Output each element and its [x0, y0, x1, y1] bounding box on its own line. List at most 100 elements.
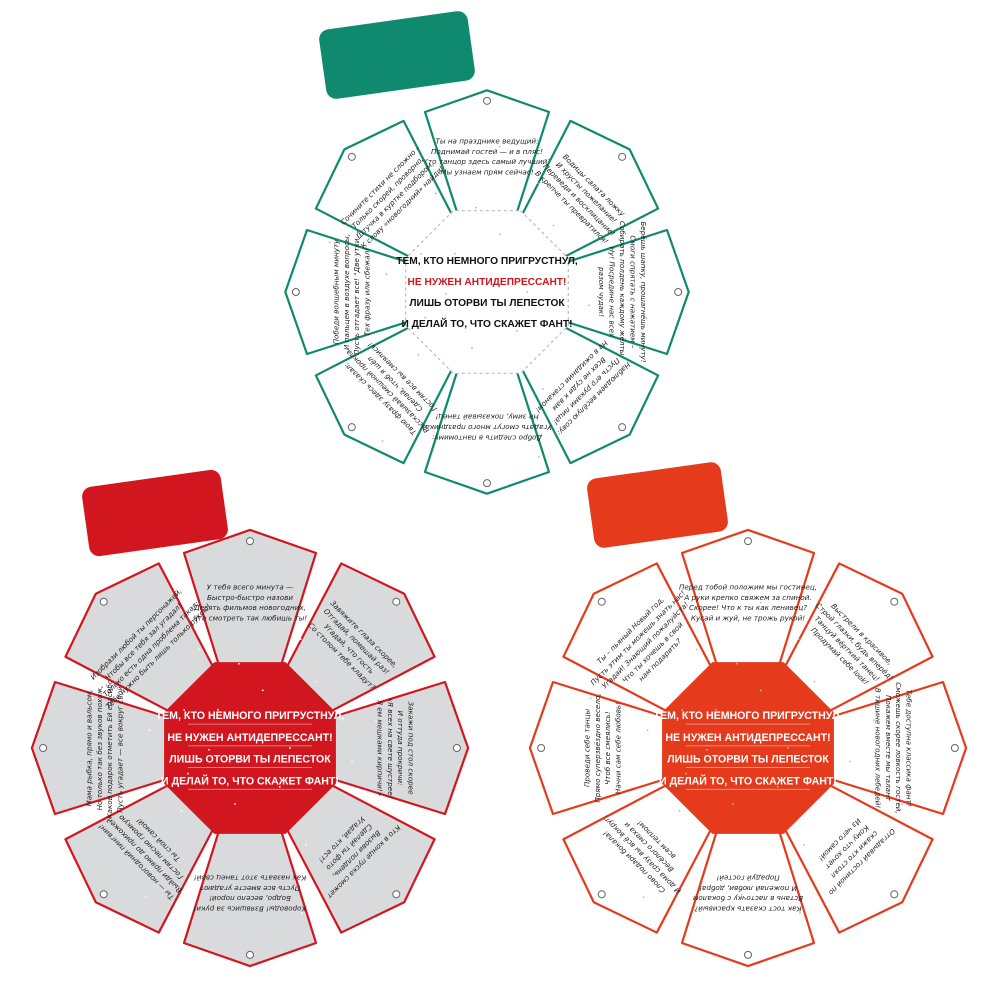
punch-hole-icon	[674, 288, 683, 296]
petal-line: Кусай и жуй, не трожь рукой!	[691, 614, 805, 623]
petal-1[interactable]: Ты на празднике ведущий:Поднимай гостей …	[423, 89, 552, 239]
petal-line: У тебя всего минута —	[207, 582, 294, 591]
snow-speck	[498, 233, 501, 236]
center-line: И ДЕЛАЙ ТО, ЧТО СКАЖЕТ ФАНТ!	[401, 317, 572, 330]
snow-speck	[301, 912, 303, 914]
center-line: И ДЕЛАЙ ТО, ЧТО СКАЖЕТ ФАНТ!	[659, 774, 837, 787]
petal-line: Проведи себе танцы	[582, 709, 591, 788]
petal-line: Кто танцор здесь самый лучший?	[423, 157, 552, 166]
petal-line: «Я всех на свете шустрее!	[386, 697, 395, 798]
petal-1[interactable]: У тебя всего минута —Быстро-быстро назов…	[182, 528, 318, 690]
petal-8[interactable]: Сочините стихи не сложно –Только скорей,…	[301, 106, 492, 297]
center-accent-line: НЕ НУЖЕН АНТИДЕПРЕССАНТ!	[665, 732, 830, 744]
petal-line: В тишине новогодних лебедей!	[873, 688, 882, 808]
snow-speck	[901, 803, 903, 805]
punch-hole-icon	[950, 744, 959, 752]
petal-line: Угадать смогут много праздника!	[422, 423, 551, 432]
center-accent-line: НЕ НУЖЕН АНТИДЕПРЕССАНТ!	[408, 277, 567, 288]
punch-hole-icon	[452, 744, 461, 752]
snow-speck	[187, 772, 190, 775]
petal-line: Смоги спрятать с нажатием –	[628, 235, 637, 349]
petal-2[interactable]: Выстрели в красивое,Строй глазки, будь в…	[744, 547, 949, 752]
petal-line: Мы узнаем прям сейчас!	[440, 168, 533, 177]
snow-speck	[715, 708, 717, 711]
punch-hole-icon	[347, 152, 356, 161]
petal-2[interactable]: Завяжите глаза скорее,Отгадай, помешай р…	[246, 547, 451, 752]
petal-line: И пальцем в воздухе вопросы,	[342, 234, 351, 350]
snow-speck	[588, 304, 590, 307]
snow-speck	[424, 316, 426, 319]
petal-line: Хороводы! Взявшись за руки!	[193, 905, 307, 914]
petal-line: Каков подарок отметить Ей спасибо,	[105, 677, 114, 818]
petal-line: И оттуда прокричи:	[396, 711, 405, 786]
petal-8[interactable]: Ты – пьяный Новый год,Пусть этим ты може…	[547, 547, 752, 752]
petal-line: Как назвать этот танец свой!	[194, 873, 307, 882]
petal-line: Прямо суперзвёздно весело,	[593, 693, 602, 802]
center-line: ЛИШЬ ОТОРВИ ТЫ ЛЕПЕСТОК	[667, 754, 829, 766]
petal-line: Победи волшебным минуту	[331, 239, 340, 345]
snow-speck	[799, 912, 801, 914]
snow-speck	[208, 748, 210, 751]
punch-hole-icon	[99, 890, 108, 899]
petal-line: Сможешь скорее ловкость гостей,	[894, 682, 903, 814]
petal-7[interactable]: Мама рыбка, прямо и вальсом,Но только та…	[30, 677, 192, 819]
snow-speck	[873, 719, 875, 721]
snow-speck	[685, 772, 687, 775]
snow-speck	[616, 207, 619, 210]
snow-speck	[536, 182, 539, 185]
hanging-tab[interactable]	[318, 10, 476, 100]
punch-hole-icon	[483, 479, 491, 488]
petal-1[interactable]: Перед тобой положим мы гостинец,А руки к…	[679, 528, 817, 690]
center-octagon	[164, 662, 336, 834]
snow-speck	[591, 379, 594, 382]
petal-6[interactable]: Твою фразу здесь сказал:Рассказывай смеш…	[301, 287, 492, 478]
petal-line: Не зиму, показывай танец!	[435, 413, 538, 422]
snow-speck	[385, 273, 388, 276]
snow-speck	[759, 601, 762, 604]
punch-hole-icon	[618, 423, 627, 432]
petal-line: Я ем мешками кирпичи!»	[375, 699, 384, 796]
petal-line: И пожелай любви, добра!	[699, 884, 797, 893]
petal-line: Берёшь шапку, прошагнёшь минуту!	[639, 221, 648, 362]
hanging-tab[interactable]	[81, 469, 229, 558]
snow-speck	[736, 662, 738, 665]
snow-speck	[681, 709, 684, 711]
petal-line: Бодро, весело порой!	[209, 894, 291, 903]
snow-speck	[475, 206, 477, 209]
snow-speck	[121, 836, 124, 839]
snow-speck	[619, 836, 622, 839]
fant-flower-gray: У тебя всего минута —Быстро-быстро назов…	[30, 469, 470, 968]
petal-line: Перед тобой положим мы гостинец,	[679, 582, 817, 591]
hanging-tab[interactable]	[586, 461, 729, 549]
punch-hole-icon	[618, 152, 627, 161]
fant-flower-red: Перед тобой положим мы гостинец,А руки к…	[528, 461, 968, 968]
petal-6[interactable]: Слово подари бокала!И дома сразу вы всё …	[547, 744, 752, 949]
punch-hole-icon	[483, 96, 491, 105]
petal-4[interactable]: Наблюдаем весёлую сову:Пусть его руками …	[482, 287, 673, 478]
center-accent-line: НЕ НУЖЕН АНТИДЕПРЕССАНТ!	[167, 732, 332, 744]
petal-line: Пусть отгадает все! "Две утки —	[352, 229, 361, 355]
snow-speck	[180, 809, 183, 812]
snow-speck	[678, 809, 681, 812]
petal-6[interactable]: Ты — новогодний пингвин!Выйди прямо до п…	[49, 744, 254, 949]
snow-speck	[797, 638, 800, 641]
snow-speck	[354, 835, 357, 838]
snow-speck	[740, 894, 743, 896]
punch-hole-icon	[597, 597, 606, 606]
punch-hole-icon	[246, 950, 254, 959]
snow-speck	[358, 380, 361, 383]
snow-speck	[454, 252, 456, 255]
petal-3[interactable]: Берёшь шапку, прошагнёшь минуту!Смоги сп…	[540, 221, 690, 363]
punch-hole-icon	[597, 890, 606, 899]
petal-5[interactable]: Как тост сказать красивый?Встань в ласто…	[680, 806, 816, 968]
snow-speck	[289, 747, 291, 749]
snow-speck	[91, 697, 94, 700]
center-line: ТЕМ, КТО НЕМНОГО ПРИГРУСТНУЛ,	[654, 710, 843, 722]
snow-speck	[197, 648, 200, 651]
petal-line: Поднимай гостей — и в пляс!	[431, 147, 543, 156]
